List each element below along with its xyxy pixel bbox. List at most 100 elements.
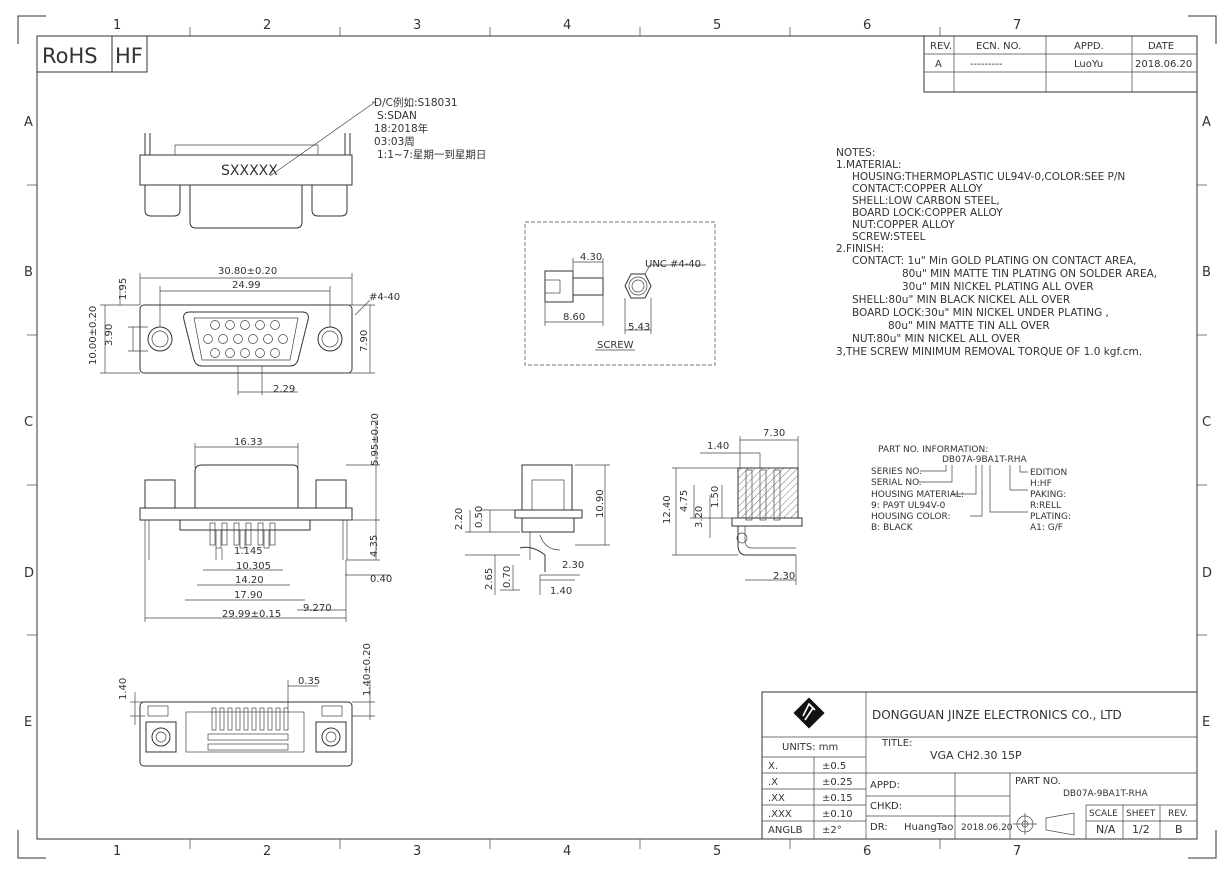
part-info-edition-value: H:HF [1030,479,1052,489]
tol-dxx-label: .XX [768,793,785,804]
part-info-plating: PLATING: [1030,512,1071,522]
dim-9-270: 9.270 [303,603,332,614]
zone-col-3-bottom: 3 [413,844,421,859]
dim-1-50: 1.50 [710,486,721,508]
appd-label: APPD: [870,780,900,791]
part-info-plating-value: A1: G/F [1030,523,1063,533]
tol-angle-value: ±2° [822,825,842,836]
dim-4-40-hole: #4-40 [369,292,400,303]
zone-col-1-bottom: 1 [113,844,121,859]
part-info-title: PART NO. INFORMATION: [878,445,988,455]
zone-col-5: 5 [713,18,721,33]
dim-1-40-section: 1.40 [707,441,729,452]
zone-col-2: 2 [263,18,271,33]
note-line-5: BOARD LOCK:COPPER ALLOY [852,207,1003,219]
dim-7-30: 7.30 [763,428,785,439]
dim-1-40-0-20: 1.40±0.20 [362,643,373,696]
zone-row-d-right: D [1202,566,1212,581]
dim-unc-4-40: UNC #4-40 [645,259,701,270]
inner-frame [36,35,1198,840]
zone-row-a: A [24,115,33,130]
zone-row-a-right: A [1202,115,1211,130]
part-info-housing-color: HOUSING COLOR: [871,512,951,522]
connector-side-view [465,464,610,595]
note-line-6: NUT:COPPER ALLOY [852,219,955,231]
sheet-label: SHEET [1126,809,1156,819]
rev-header: REV. [930,41,952,52]
note-line-16: 3,THE SCREW MINIMUM REMOVAL TORQUE OF 1.… [836,346,1142,358]
zone-row-e-right: E [1202,715,1210,730]
dr-label: DR: [870,822,888,833]
ecn-value: --------- [970,59,1003,70]
note-line-10: 80u" MIN MATTE TIN PLATING ON SOLDER ARE… [902,268,1157,280]
zone-col-6: 6 [863,18,871,33]
dim-4-30: 4.30 [580,252,602,263]
dim-5-43: 5.43 [628,322,650,333]
dim-8-60: 8.60 [563,312,585,323]
dim-1-95: 1.95 [118,278,129,300]
note-line-11: 30u" MIN NICKEL PLATING ALL OVER [902,281,1094,293]
rev-label: REV. [1168,809,1188,819]
zone-col-4: 4 [563,18,571,33]
appd-header: APPD. [1074,41,1104,52]
dim-0-70: 0.70 [502,566,513,588]
units-label: UNITS: mm [782,742,838,753]
note-line-9: CONTACT: 1u" Min GOLD PLATING ON CONTACT… [852,255,1137,267]
ecn-header: ECN. NO. [976,41,1021,52]
dim-10-90: 10.90 [595,489,606,518]
connector-rear-view: SXXXXX [139,101,376,229]
zone-col-6-bottom: 6 [863,844,871,859]
note-line-13: BOARD LOCK:30u" MIN NICKEL UNDER PLATING… [852,307,1109,319]
zone-col-3: 3 [413,18,421,33]
title-block [761,691,1198,840]
dim-12-40: 12.40 [662,495,673,524]
date-code-line-5: 1:1~7:星期一到星期日 [377,149,486,161]
dim-30-80: 30.80±0.20 [218,266,277,277]
connector-bottom-view [130,680,375,767]
dim-10-305: 10.305 [236,561,271,572]
drawer-name: HuangTao [904,822,953,833]
dim-10-00: 10.00±0.20 [88,306,99,365]
note-line-7: SCREW:STEEL [852,231,926,243]
note-line-2: HOUSING:THERMOPLASTIC UL94V-0,COLOR:SEE … [852,171,1125,183]
date-code-line-1: D/C例如:S18031 [374,96,458,109]
zone-row-b: B [24,265,33,280]
part-info-series: SERIES NO. [871,467,922,477]
date-value: 2018.06.20 [1135,59,1192,70]
tol-dx-value: ±0.25 [822,777,853,788]
rev-value-title: B [1175,823,1183,836]
zone-row-c-right: C [1202,415,1211,430]
tol-x-label: X. [768,761,778,772]
dim-29-99: 29.99±0.15 [222,609,281,620]
part-no-label: PART NO. [1015,776,1061,787]
screw-detail [524,221,716,366]
zone-row-d: D [24,566,34,581]
dim-3-90: 3.90 [104,324,115,346]
part-info-paking-value: R:RELL [1030,501,1061,511]
dim-24-99: 24.99 [232,280,261,291]
date-code-line-3: 18:2018年 [374,122,428,135]
tol-dxxx-label: .XXX [768,809,792,820]
dim-4-75: 4.75 [679,490,690,512]
dim-5-95: 5.95±0.20 [370,413,381,466]
revision-table: REV. ECN. NO. APPD. DATE A --------- Luo… [923,35,1198,93]
zone-col-7-bottom: 7 [1013,844,1021,859]
note-line-0: NOTES: [836,147,875,159]
scale-label: SCALE [1089,809,1118,819]
title-label: TITLE: [881,738,912,749]
dim-7-90: 7.90 [359,330,370,352]
part-info-paking: PAKING: [1030,490,1066,500]
dim-0-35: 0.35 [298,676,320,687]
dim-16-33: 16.33 [234,437,263,448]
projection-symbol-icon [1013,812,1075,836]
dim-2-20: 2.20 [454,508,465,530]
note-line-4: SHELL:LOW CARBON STEEL, [852,195,1000,207]
note-line-15: NUT:80u" MIN NICKEL ALL OVER [852,333,1020,345]
rohs-hf-logo: RoHS HF [36,35,148,73]
dim-3-20: 3.20 [694,506,705,528]
part-info-housing-color-value: B: BLACK [871,523,914,533]
part-info-code: DB07A-9BA1T-RHA [942,455,1027,465]
dim-1-145: 1.145 [234,546,263,557]
connector-section-view [672,436,803,585]
hf-label: HF [115,44,143,68]
